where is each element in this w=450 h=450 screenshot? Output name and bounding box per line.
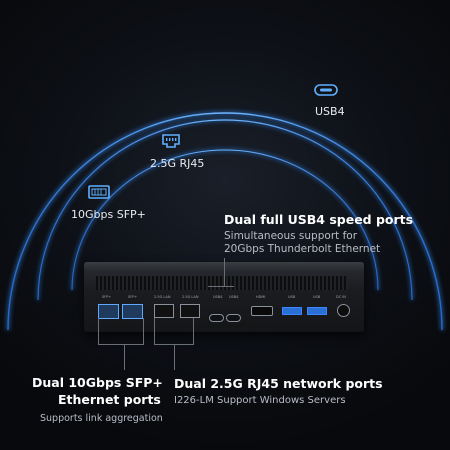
rj45-callout-sub: I226-LM Support Windows Servers xyxy=(174,395,346,406)
usb4-callout-line-h xyxy=(208,286,234,287)
port-label-dc: DC IN xyxy=(336,295,346,299)
sfp-callout-sub: Supports link aggregation xyxy=(40,413,163,424)
arc-middle xyxy=(37,119,413,301)
sfp-bracket-bottom xyxy=(98,344,144,345)
usb-c-icon xyxy=(314,84,338,96)
port-label-sfp2: SFP+ xyxy=(128,295,138,299)
rj45-port-2 xyxy=(180,304,200,318)
rj45-callout-title: Dual 2.5G RJ45 network ports xyxy=(174,376,383,391)
sfp-icon xyxy=(88,185,110,199)
sfp-bracket-left xyxy=(98,318,99,344)
sfp-callout-stem xyxy=(124,344,125,370)
ethernet-icon xyxy=(162,134,180,148)
rj45-callout-stem xyxy=(174,344,175,370)
port-label-lan2: 2.5G LAN xyxy=(182,295,199,299)
usb4-callout-title: Dual full USB4 speed ports xyxy=(224,212,414,227)
port-label-usb4b: USB4 xyxy=(229,295,239,299)
usb4-label: USB4 xyxy=(315,105,345,118)
rj45-label: 2.5G RJ45 xyxy=(150,157,205,170)
port-label-hdmi: HDMI xyxy=(256,295,266,299)
sfp-label: 10Gbps SFP+ xyxy=(71,208,146,221)
dc-in-port xyxy=(337,304,350,317)
usb4-callout-line xyxy=(224,258,225,286)
rj45-bracket-left xyxy=(154,318,155,344)
port-label-sfp1: SFP+ xyxy=(102,295,112,299)
usb4-callout-sub1: Simultaneous support for xyxy=(224,230,358,242)
port-label-lan1: 2.5G LAN xyxy=(154,295,171,299)
device-vent xyxy=(96,276,348,290)
hdmi-port xyxy=(251,306,273,316)
rj45-bracket-right xyxy=(193,318,194,344)
usb-a-port-2 xyxy=(307,307,327,315)
port-label-usb2: USB xyxy=(313,295,321,299)
sfp-port-1 xyxy=(98,304,119,319)
arc-outer xyxy=(7,112,443,331)
usb4-port-2 xyxy=(226,314,241,322)
usb4-port-1 xyxy=(209,314,224,322)
arc-inner xyxy=(71,149,379,291)
usb4-callout-sub2: 20Gbps Thunderbolt Ethernet xyxy=(224,243,381,255)
port-label-usb4a: USB4 xyxy=(213,295,223,299)
sfp-callout-title-line1: Dual 10Gbps SFP+ xyxy=(32,375,163,390)
usb-a-port-1 xyxy=(282,307,302,315)
sfp-callout-title-line2: Ethernet ports xyxy=(58,392,161,407)
port-label-usb1: USB xyxy=(288,295,296,299)
rj45-port-1 xyxy=(154,304,174,318)
sfp-port-2 xyxy=(122,304,143,319)
sfp-bracket-right xyxy=(143,318,144,344)
